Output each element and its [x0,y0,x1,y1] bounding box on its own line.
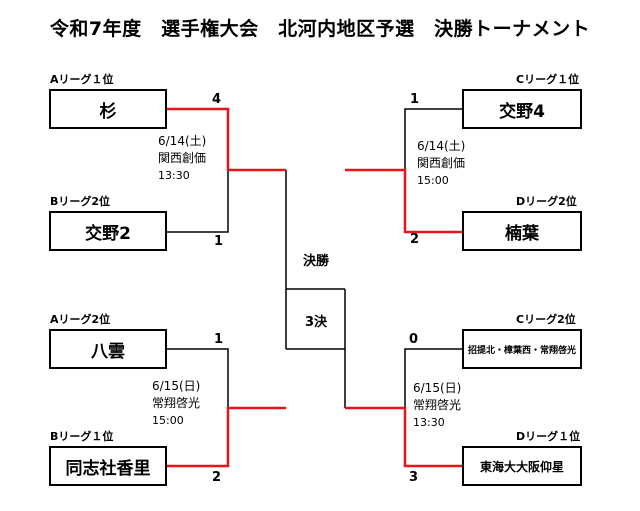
team-name: 杉 [99,101,117,122]
bracket-line [404,108,463,170]
match-info: 6/14(土) 関西創価 15:00 [417,138,465,189]
match-venue: 常翔啓光 [413,398,462,412]
bracket-line [166,170,229,233]
seed-label: Cリーグ１位 [516,73,580,86]
winner-line [345,406,463,468]
seed-label: Aリーグ2位 [50,313,111,326]
match-info: 6/15(日) 常翔啓光 13:30 [413,380,461,431]
match-date: 6/14(土) [158,134,207,148]
bracket-line [404,348,463,408]
score: 3 [409,470,419,485]
match-time: 13:30 [158,169,190,182]
match-info: 6/15(日) 常翔啓光 15:00 [152,378,200,429]
winner-line [166,406,286,468]
match-time: 13:30 [413,416,445,429]
match-venue: 常翔啓光 [152,396,201,410]
third-place-label: 3決 [304,315,328,330]
score: 1 [214,234,224,249]
score: 2 [410,232,420,247]
team-box: 八雲 [49,329,167,369]
score: 1 [214,332,224,347]
match-date: 6/15(日) [413,381,462,395]
team-box: 同志社香里 [49,446,167,486]
seed-label: Dリーグ2位 [516,195,577,208]
score: 2 [212,470,222,485]
seed-label: Bリーグ2位 [50,195,111,208]
team-box: 交野2 [49,211,167,251]
match-time: 15:00 [152,414,184,427]
team-name: 同志社香里 [65,458,151,479]
score: 4 [212,92,222,107]
team-box: 交野4 [462,89,582,129]
seed-label: Aリーグ１位 [50,73,114,86]
team-name: 交野2 [85,223,131,244]
team-box: 杉 [49,89,167,129]
team-name: 八雲 [91,341,125,362]
bracket-line [166,348,229,408]
match-date: 6/14(土) [417,139,466,153]
score: 0 [409,332,419,347]
match-venue: 関西創価 [158,151,207,165]
winner-line [345,168,463,234]
team-name: 楠葉 [505,223,539,244]
team-name: 東海大大阪仰星 [479,459,564,474]
team-box: 招提北・樟葉西・常翔啓光 [462,329,582,369]
match-venue: 関西創価 [417,156,466,170]
score: 1 [410,92,420,107]
team-box: 楠葉 [462,211,582,251]
team-name: 交野4 [499,101,545,122]
winner-line [166,107,286,172]
seed-label: Dリーグ１位 [516,430,581,443]
page-title: 令和7年度 選手権大会 北河内地区予選 決勝トーナメント [49,18,591,40]
final-label: 決勝 [302,254,329,269]
seed-label: Cリーグ2位 [516,313,576,326]
seed-label: Bリーグ１位 [50,430,114,443]
match-date: 6/15(日) [152,379,201,393]
match-info: 6/14(土) 関西創価 13:30 [158,133,206,184]
team-box: 東海大大阪仰星 [462,446,582,486]
match-time: 15:00 [417,174,449,187]
team-name: 招提北・樟葉西・常翔啓光 [467,345,576,356]
